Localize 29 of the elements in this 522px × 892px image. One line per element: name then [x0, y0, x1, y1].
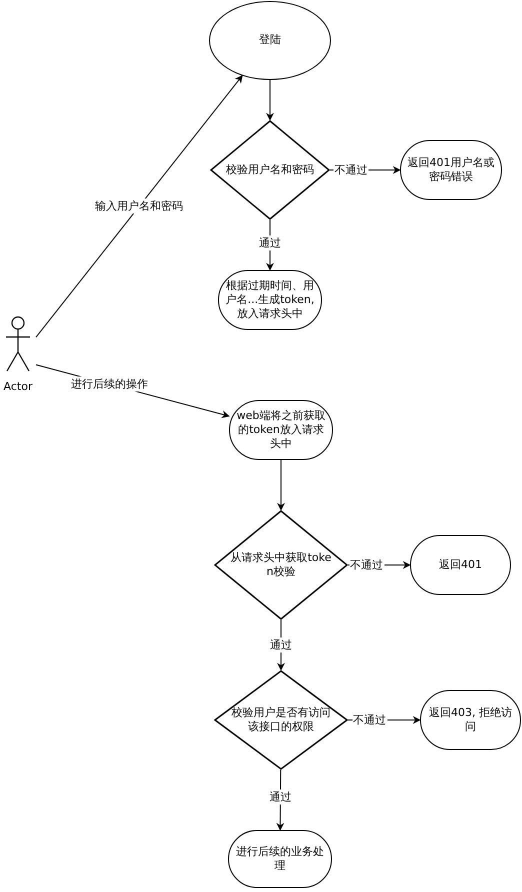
arrow [277, 460, 285, 511]
node-text: 校验用户是否有访问该接口的权限 [230, 706, 332, 734]
node-text: 根据过期时间、用户名...生成token,放入请求头中 [225, 278, 315, 322]
node-text: 返回403, 拒绝访问 [428, 706, 513, 734]
edge-label: 通过 [268, 789, 292, 804]
node-text: 返回401 [439, 558, 482, 572]
arrow [266, 220, 274, 271]
node-text: 返回401用户名或密码错误 [407, 156, 495, 184]
decision-diamond [214, 670, 348, 770]
node-text: web端将之前获取的token放入请求头中 [236, 408, 326, 452]
decision-diamond [214, 510, 348, 620]
edge-label: 进行后续的操作 [70, 376, 149, 392]
node-text: 从请求头中获取token校验 [230, 550, 332, 580]
edge-label: 输入用户名和密码 [94, 198, 184, 214]
edge-label: 不通过 [334, 162, 368, 178]
edge-label: 通过 [258, 235, 282, 250]
node-text: 校验用户名和密码 [226, 162, 314, 178]
arrow [276, 769, 284, 831]
actor-label: Actor [4, 380, 32, 393]
node-text: 进行后续的业务处理 [235, 844, 325, 874]
edge-label: 通过 [269, 638, 293, 652]
node-text: 登陆 [259, 33, 281, 48]
terminal-box [229, 400, 333, 460]
edge-label: 不通过 [349, 558, 384, 572]
edge-label: 不通过 [352, 712, 388, 728]
arrow [266, 80, 274, 121]
decision-diamond [210, 120, 330, 220]
arrow [277, 620, 285, 671]
arrow [36, 75, 243, 338]
